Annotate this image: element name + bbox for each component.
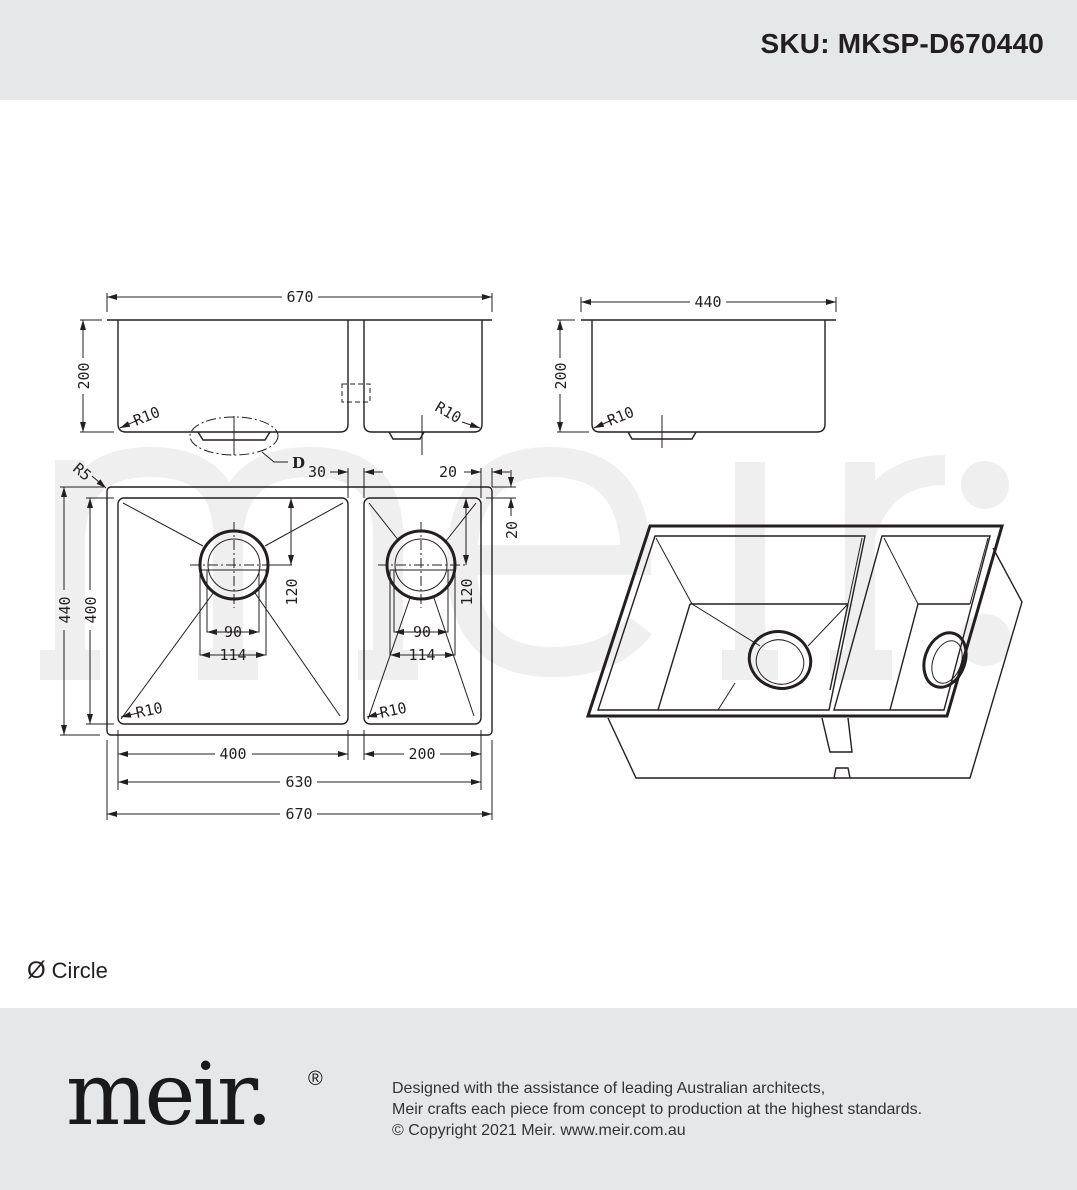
left-bowl-width-label: 400 — [219, 745, 246, 763]
front-radius-right: R10 — [432, 398, 464, 427]
bowl-depth-label: 400 — [82, 596, 100, 623]
side-height-label: 200 — [552, 362, 570, 389]
footer-band — [0, 1008, 1077, 1190]
watermark-logo — [40, 446, 1011, 680]
left-bowl-radius: R10 — [134, 699, 164, 722]
meir-logo: meir. — [66, 1045, 273, 1145]
diameter-symbol-icon: Ø — [27, 957, 46, 984]
front-width-label: 670 — [286, 288, 313, 306]
detail-d-label: D — [292, 454, 305, 472]
right-inner-label: 90 — [413, 623, 431, 641]
side-view: 440 200 R10 — [552, 293, 837, 448]
left-drain-offset-label: 120 — [283, 578, 301, 605]
edge-right-label: 20 — [439, 463, 457, 481]
right-drain-offset-label: 120 — [458, 578, 476, 605]
front-view: 670 D 200 R10 R10 — [75, 288, 493, 472]
left-outer-label: 114 — [219, 646, 246, 664]
side-radius-label: R10 — [605, 403, 637, 430]
legend-label: Circle — [51, 958, 108, 983]
front-height-label: 200 — [75, 362, 93, 389]
right-bowl-width-label: 200 — [408, 745, 435, 763]
right-outer-label: 114 — [408, 646, 435, 664]
divider-width-label: 30 — [308, 463, 326, 481]
footer-line: Meir crafts each piece from concept to p… — [392, 1101, 923, 1118]
header-band: SKU: MKSP-D670440 — [0, 0, 1077, 100]
plan-view: R5 30 20 20 440 400 120 120 90 — [56, 459, 521, 823]
footer-line: Designed with the assistance of leading … — [392, 1080, 826, 1097]
left-inner-label: 90 — [224, 623, 242, 641]
footer-line: © Copyright 2021 Meir. www.meir.com.au — [392, 1122, 686, 1139]
registered-mark: ® — [308, 1068, 323, 1090]
outer-depth-label: 440 — [56, 596, 74, 623]
footer-tagline: Designed with the assistance of leading … — [392, 1078, 922, 1141]
overall-width-label: 670 — [285, 805, 312, 823]
sku-label: SKU: MKSP-D670440 — [760, 28, 1044, 59]
inner-width-label: 630 — [285, 773, 312, 791]
edge-top-label: 20 — [503, 521, 521, 539]
side-width-label: 440 — [694, 293, 721, 311]
isometric-view — [585, 524, 1023, 779]
right-bowl-radius: R10 — [378, 699, 408, 722]
front-radius-left: R10 — [131, 403, 163, 430]
